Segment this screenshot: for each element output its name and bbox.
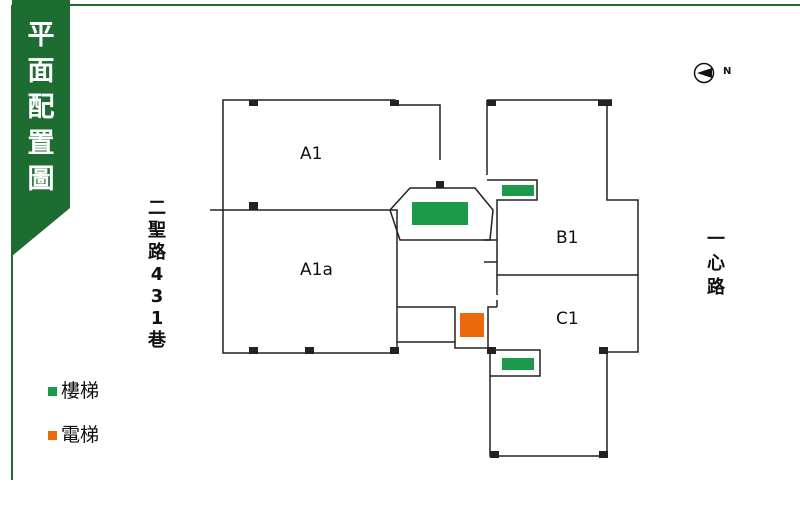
legend-elevator-label: 電梯 [61, 424, 100, 446]
room-label-a1a: A1a [300, 260, 333, 280]
street-label-left: 二 聖 路 4 3 1 巷 [144, 198, 170, 352]
street-char: 聖 [148, 220, 166, 241]
compass-north-label: N [723, 66, 732, 77]
title-badge [12, 0, 70, 256]
page-title: 平 面 配 置 圖 [12, 18, 70, 198]
room-c1-wall [489, 275, 639, 457]
title-char: 面 [27, 56, 55, 87]
column-markers [249, 100, 612, 458]
title-char: 置 [27, 128, 55, 159]
street-char: 一 [707, 229, 725, 250]
street-label-right: 一 心 路 [703, 228, 729, 300]
street-char: 1 [150, 308, 164, 329]
street-char: 3 [150, 286, 164, 307]
street-char: 路 [707, 277, 725, 298]
compass-icon [693, 62, 715, 84]
title-char: 圖 [27, 164, 55, 195]
legend-elevator-swatch [48, 431, 57, 440]
stair-marker [502, 185, 534, 196]
room-a1-wall [222, 99, 441, 211]
stair-marker [412, 202, 468, 225]
room-label-b1: B1 [556, 228, 579, 248]
stair-hall-wall [389, 187, 494, 241]
corridor-wall [397, 306, 497, 349]
room-label-c1: C1 [556, 309, 579, 329]
room-a1a-wall [222, 209, 398, 354]
title-char: 配 [27, 92, 55, 123]
stair-marker [502, 358, 534, 370]
street-char: 心 [707, 253, 725, 274]
street-char: 路 [148, 242, 166, 263]
legend-stairs-swatch [48, 387, 57, 396]
street-char: 巷 [148, 330, 166, 351]
street-char: 二 [148, 198, 166, 219]
room-b1-wall [487, 179, 538, 210]
title-char: 平 [27, 20, 55, 51]
legend-stairs-label: 樓梯 [61, 380, 100, 402]
room-c1-wall [490, 349, 541, 377]
room-label-a1: A1 [300, 144, 323, 164]
legend-stairs: 樓梯 [48, 376, 99, 403]
street-char: 4 [150, 264, 164, 285]
elevator-marker [460, 313, 484, 337]
legend-elevator: 電梯 [48, 420, 99, 447]
